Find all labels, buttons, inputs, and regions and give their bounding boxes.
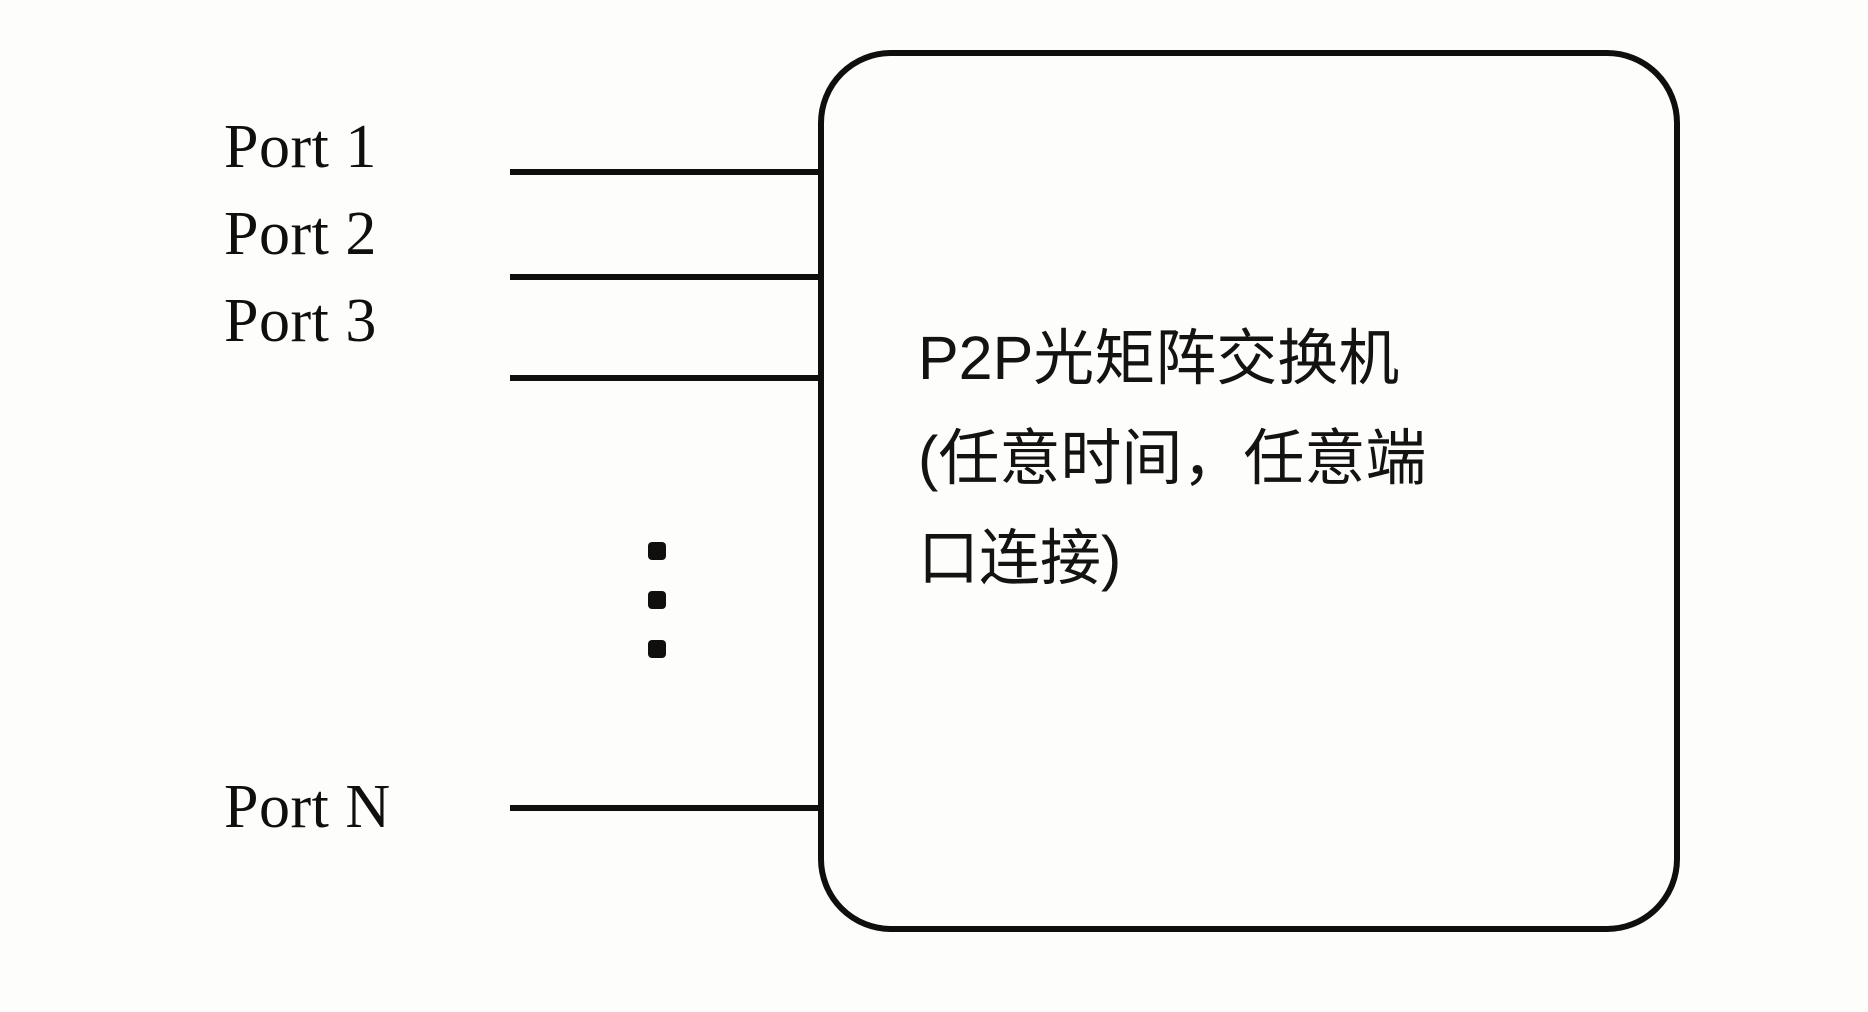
port-label-1: Port 1 <box>224 113 377 181</box>
port-label-2: Port 2 <box>224 200 377 268</box>
switch-box-label-line-3: 口连接) <box>918 524 1122 592</box>
switch-box-label-line-2: (任意时间，任意端 <box>918 424 1427 492</box>
ellipsis-dot-1 <box>648 542 666 560</box>
vertical-ellipsis-icon <box>648 542 668 662</box>
ellipsis-dot-3 <box>648 640 666 658</box>
ellipsis-dot-2 <box>648 591 666 609</box>
port-label-3: Port 3 <box>224 287 377 355</box>
switch-box-label-line-1: P2P光矩阵交换机 <box>918 324 1400 392</box>
switch-box-outline[interactable] <box>818 50 1680 932</box>
switch-box-label: P2P光矩阵交换机 (任意时间，任意端 口连接) <box>918 308 1618 608</box>
port-label-n: Port N <box>224 773 391 841</box>
